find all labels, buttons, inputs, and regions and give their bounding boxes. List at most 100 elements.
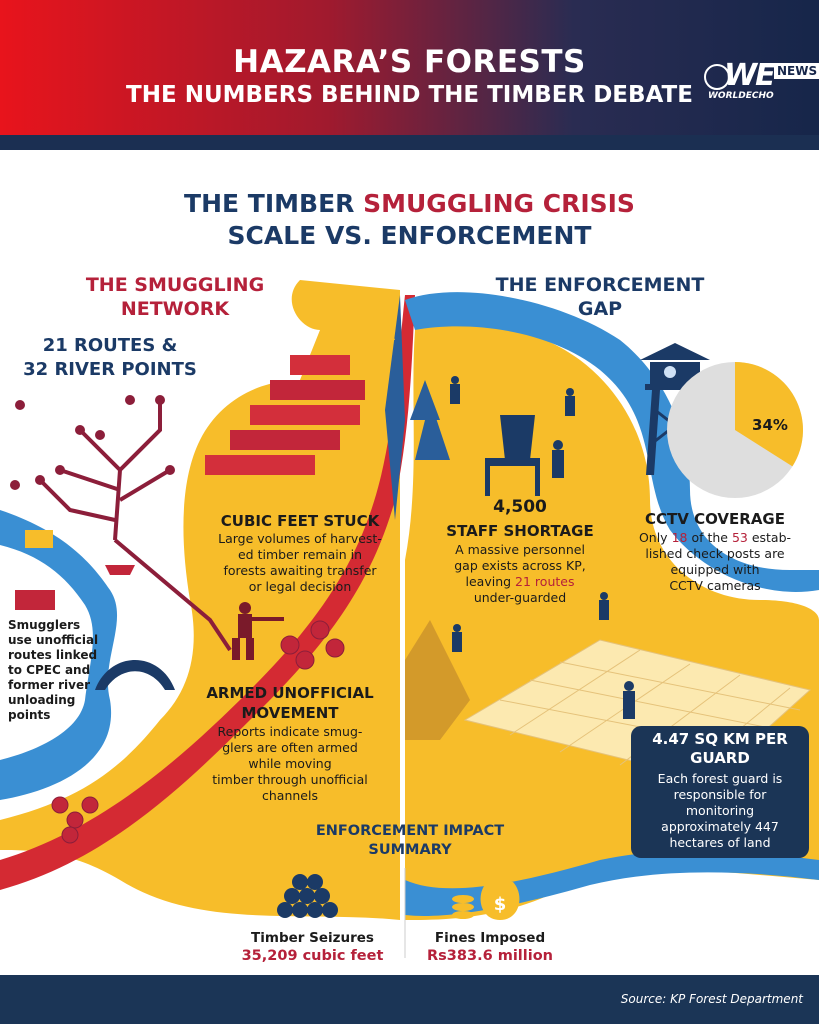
cctv-percent-label: 34% [752,416,788,434]
river-right [405,292,819,592]
staff-text-highlight: 21 routes [515,574,575,589]
money-bag-icon [452,868,520,920]
impact-summary-title: ENFORCEMENT IMPACT SUMMARY [290,822,530,860]
fines-value: Rs383.6 million [427,948,553,964]
staff-shortage-text: A massive personnel gap exists across KP… [430,542,610,606]
staff-text-line: under-guarded [473,590,567,605]
main-title: THE TIMBER SMUGGLING CRISIS SCALE VS. EN… [0,188,819,252]
header-strip [0,135,819,150]
guard-text-line: monitoring [685,803,755,818]
cctv-text-line: equipped with [670,562,760,577]
guard-coverage-title: 4.47 SQ KM PER GUARD [631,730,809,768]
cctv-text: Only 18 of the 53 estab- lished check po… [615,530,815,594]
cubic-feet-text: Large volumes of harvest- ed timber rema… [200,531,400,595]
impact-title-line2: SUMMARY [368,842,452,858]
side-text-line: use unofficial [8,633,99,647]
side-text-line: routes linked [8,648,98,662]
guard-coverage-text: Each forest guard is responsible for mon… [631,771,809,851]
staff-text-line: A massive personnel [455,542,585,557]
armed-text-line: Reports indicate smug- [217,724,363,739]
source-credit: Source: KP Forest Department [620,992,803,1006]
routes-stat: 21 ROUTES & 32 RIVER POINTS [10,334,210,382]
guard-icons [450,376,635,719]
smuggling-heading: THE SMUGGLING NETWORK [60,273,290,321]
cubic-feet-title: CUBIC FEET STUCK [220,512,380,530]
red-road [0,295,415,890]
cctv-text-highlight: 53 [731,530,748,545]
staff-text-line: leaving 21 routes [430,574,610,590]
mountain [405,620,470,740]
armed-smuggler-icon [232,602,284,660]
network-nodes [10,395,175,490]
header-banner [0,0,819,150]
guard-text-line: hectares of land [669,835,771,850]
cctv-text-segment: estab- [747,530,792,545]
cctv-text-highlight: 18 [671,530,688,545]
logs [51,620,345,844]
guard-text-line: Each forest guard is [657,771,783,786]
enforcement-heading-line1: THE ENFORCEMENT [495,274,705,296]
timber-stack [205,355,365,475]
header-title: HAZARA’S FORESTS [233,44,586,80]
cubic-text-line: forests awaiting transfer [223,563,377,578]
guard-text-line: approximately 447 [661,819,779,834]
armed-text-line: channels [262,788,318,803]
impact-title-line1: ENFORCEMENT IMPACT [315,823,505,839]
globe-icon [704,64,730,90]
logo-sub-text: WORLDECHO [708,91,774,101]
cctv-text-line: lished check posts are [645,546,785,561]
staff-shortage-title: STAFF SHORTAGE [446,522,594,540]
cctv-title: CCTV COVERAGE [644,510,785,528]
armed-title-line1: ARMED UNOFFICIAL [206,684,374,702]
cubic-text-line: or legal decision [248,579,352,594]
truck-icon-red [15,590,55,610]
smuggling-heading-line2: NETWORK [120,298,230,320]
timber-seizure-value: 35,209 cubic feet [241,948,384,964]
armed-movement-title: ARMED UNOFFICIAL MOVEMENT [190,683,390,723]
side-text-line: Smugglers [8,618,81,632]
enforcement-heading: THE ENFORCEMENT GAP [480,273,720,321]
armed-text-line: while moving [248,756,332,771]
cctv-pie-chart [667,362,803,498]
routes-line1: 21 ROUTES & [42,335,178,356]
cubic-text-line: Large volumes of harvest- [218,531,382,546]
cubic-text-line: ed timber remain in [237,547,363,562]
cctv-text-line: Only 18 of the 53 estab- [615,530,815,546]
empty-chair-icon [485,415,540,496]
guard-text-line: responsible for [673,787,767,802]
main-title-highlight: SMUGGLING CRISIS [363,189,635,218]
worldecho-logo[interactable]: WE NEWS WORLDECHO [704,58,819,108]
tree-yellow [360,300,395,370]
truck-icon-yellow [25,530,53,548]
side-text-line: unloading [8,693,76,707]
routes-line2: 32 RIVER POINTS [23,359,197,380]
main-title-part1: THE TIMBER [184,189,364,218]
staff-shortage-number: 4,500 [493,497,547,517]
tree-spine [385,295,405,520]
enforcement-heading-line2: GAP [577,298,623,320]
dollar-sign-icon: $ [494,894,507,915]
footer-bar [0,975,819,1024]
guard-coverage-panel [631,726,809,858]
cctv-text-segment: of the [687,530,732,545]
boat-icon [105,565,135,575]
timber-seizure-label: Timber Seizures [251,930,374,946]
logo-we-text: WE [724,58,776,93]
camera-lens-icon [664,366,676,378]
boat-icon-white [135,610,165,620]
logo-news-badge: NEWS [774,63,819,79]
main-title-line2: SCALE VS. ENFORCEMENT [227,221,592,250]
guard-title-line1: 4.47 SQ KM PER [652,730,788,748]
river-left [0,510,118,800]
armed-title-line2: MOVEMENT [241,704,339,722]
timber-seizure-icon [277,874,338,918]
bridge [95,660,175,690]
header-subtitle: THE NUMBERS BEHIND THE TIMBER DEBATE [126,82,693,108]
network-branches [38,400,232,652]
fines-label: Fines Imposed [434,930,546,946]
side-text-line: former river [8,678,91,692]
armed-text-line: timber through unofficial [212,772,368,787]
guard-title-line2: GUARD [690,749,750,767]
smuggling-heading-line1: THE SMUGGLING [85,274,265,296]
side-text-line: to CPEC and [8,663,91,677]
